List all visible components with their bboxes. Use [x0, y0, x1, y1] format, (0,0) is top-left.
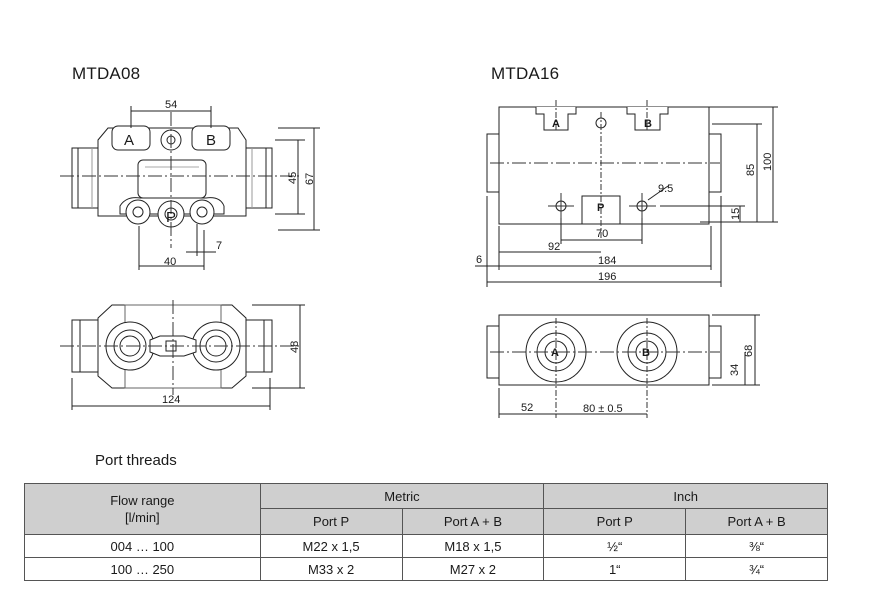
dim-52: 52 — [521, 402, 533, 414]
inch-ab-cell: ⅜“ — [685, 534, 828, 558]
metric-p-cell: M33 x 2 — [259, 557, 403, 581]
mtda16-front-view — [475, 100, 778, 287]
mtda16-port-a-label: A — [552, 118, 560, 130]
dim-67: 67 — [304, 173, 316, 185]
port-threads-table: Flow range [l/min] Metric Inch Port P Po… — [24, 483, 828, 581]
dim-100: 100 — [762, 153, 774, 171]
mtda08-port-p-label: P — [166, 209, 176, 226]
flow-range-unit: [l/min] — [125, 510, 160, 525]
mtda16-top-port-a-label: A — [551, 347, 559, 359]
mtda16-title: MTDA16 — [491, 64, 560, 83]
flow-range-header: Flow range [l/min] — [24, 483, 261, 535]
metric-ab-cell: M18 x 1,5 — [401, 534, 545, 558]
dim-34: 34 — [729, 364, 741, 376]
table-subheader-row: Port P Port A + B Port P Port A + B — [25, 508, 828, 535]
dim-70: 70 — [596, 228, 608, 240]
port-threads-title: Port threads — [95, 452, 177, 469]
dim-124: 124 — [162, 394, 180, 406]
dim-40: 40 — [164, 256, 176, 268]
dim-15: 15 — [730, 208, 742, 220]
dim-6: 6 — [476, 254, 482, 266]
table-row: 004 … 100 M22 x 1,5 M18 x 1,5 ½“ ⅜“ — [24, 534, 828, 558]
dim-45: 45 — [287, 172, 299, 184]
dim-68: 68 — [743, 345, 755, 357]
metric-port-p-header: Port P — [259, 508, 403, 535]
mtda16-top-port-b-label: B — [642, 347, 650, 359]
dim-80: 80 ± 0.5 — [583, 403, 623, 415]
dim-7: 7 — [216, 240, 222, 252]
flow-range-label: Flow range — [110, 493, 175, 508]
mtda08-top-view — [60, 300, 305, 410]
table-row: 100 … 250 M33 x 2 M27 x 2 1“ ¾“ — [24, 557, 828, 581]
inch-p-cell: 1“ — [543, 557, 687, 581]
dim-92: 92 — [548, 241, 560, 253]
mtda08-port-a-label: A — [124, 132, 134, 149]
dim-196: 196 — [598, 271, 616, 283]
dim-184: 184 — [598, 255, 616, 267]
metric-header: Metric — [259, 483, 545, 509]
inch-p-cell: ½“ — [543, 534, 687, 558]
mtda16-top-view — [486, 314, 760, 418]
mtda08-title: MTDA08 — [72, 64, 141, 83]
dim-85: 85 — [745, 164, 757, 176]
dim-9-5: 9.5 — [658, 183, 673, 195]
metric-p-cell: M22 x 1,5 — [259, 534, 403, 558]
inch-header: Inch — [543, 483, 828, 509]
metric-port-ab-header: Port A + B — [401, 508, 545, 535]
inch-port-p-header: Port P — [543, 508, 687, 535]
mtda08-port-b-label: B — [206, 132, 216, 149]
mtda16-port-b-label: B — [644, 118, 652, 130]
flow-cell: 100 … 250 — [24, 557, 261, 581]
dim-48: 48 — [289, 341, 301, 353]
flow-cell: 004 … 100 — [24, 534, 261, 558]
technical-drawing: A B P 54 45 67 7 40 48 124 A B P A B 100… — [60, 99, 778, 418]
inch-port-ab-header: Port A + B — [685, 508, 828, 535]
mtda16-port-p-label: P — [597, 202, 604, 214]
metric-ab-cell: M27 x 2 — [401, 557, 545, 581]
mtda08-front-view — [60, 106, 320, 270]
inch-ab-cell: ¾“ — [685, 557, 828, 581]
table-header-row: Flow range [l/min] Metric Inch — [24, 483, 828, 535]
dim-54: 54 — [165, 99, 177, 111]
